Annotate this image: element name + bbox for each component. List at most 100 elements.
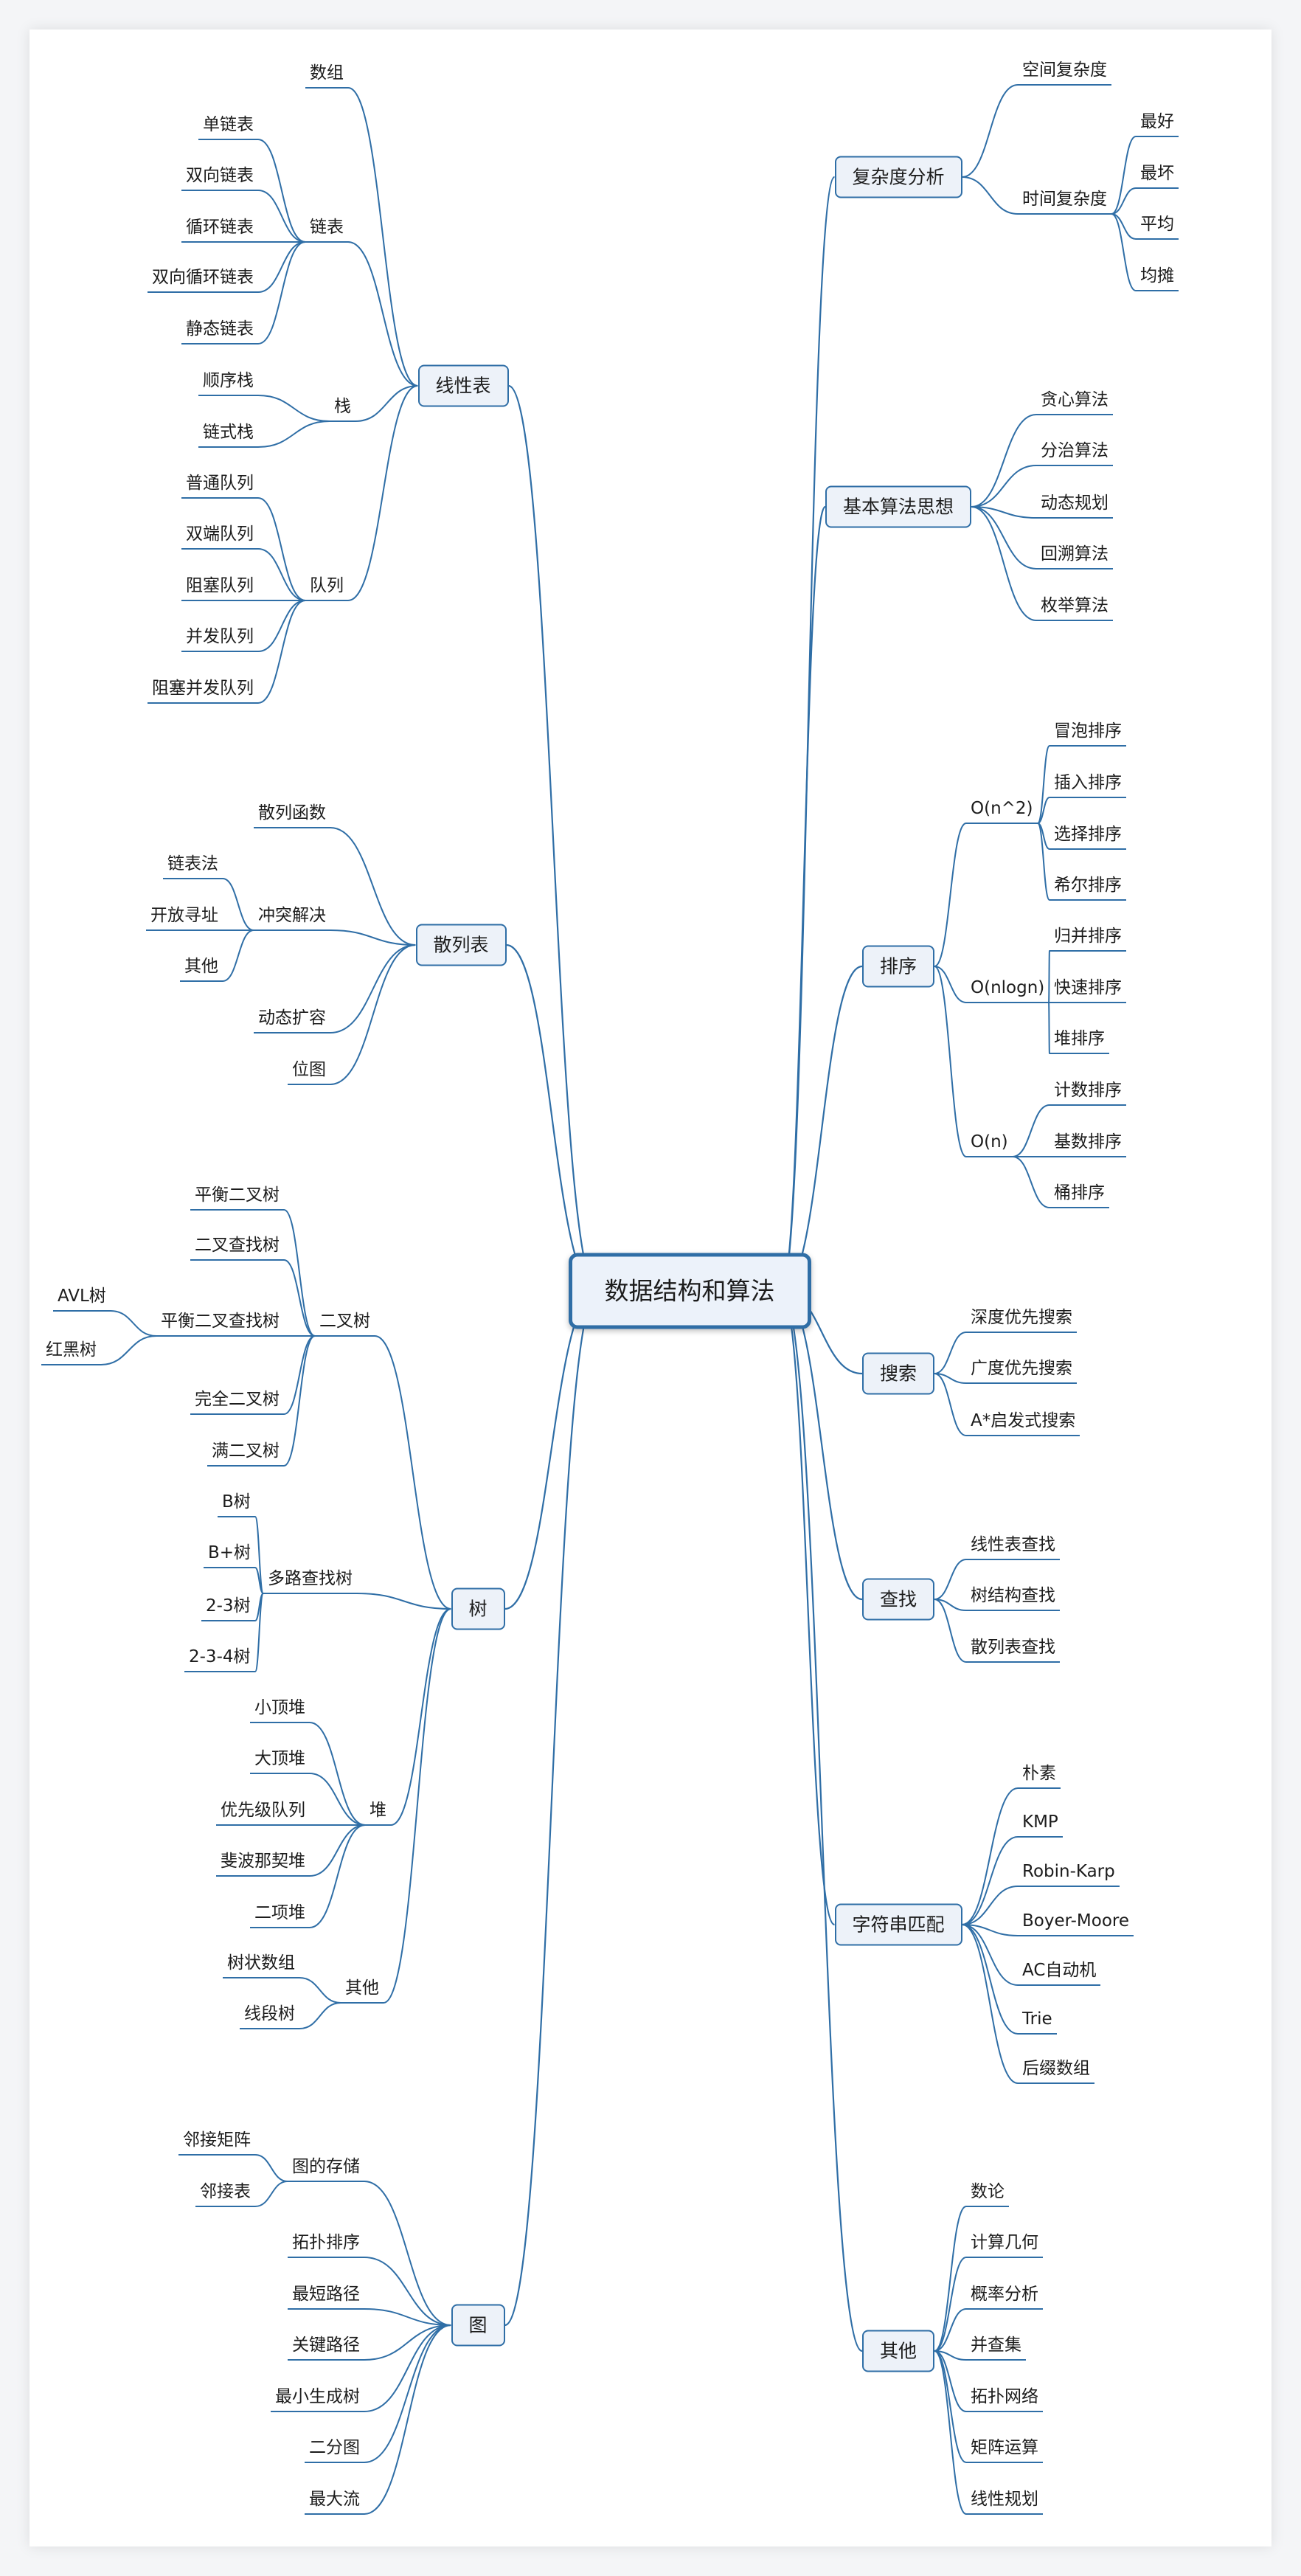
- topic-l2.2.4[interactable]: 二项堆: [250, 1905, 310, 1928]
- topic-r1.4[interactable]: 枚举算法: [1036, 598, 1113, 621]
- topic-l3.5[interactable]: 二分图: [305, 2440, 364, 2463]
- topic-l0.3.1[interactable]: 双端队列: [181, 526, 258, 550]
- topic-l0.3.4[interactable]: 阻塞并发队列: [148, 680, 258, 704]
- topic-l2.2.3[interactable]: 斐波那契堆: [216, 1853, 310, 1877]
- topic-r5.4[interactable]: AC自动机: [1018, 1962, 1101, 1986]
- topic-l0.3[interactable]: 队列: [305, 578, 348, 601]
- topic-r6.5[interactable]: 矩阵运算: [966, 2440, 1043, 2463]
- topic-r6.4[interactable]: 拓扑网络: [966, 2389, 1043, 2412]
- topic-l0.1[interactable]: 链表: [305, 219, 348, 243]
- topic-r2.1.0[interactable]: 归并排序: [1050, 928, 1126, 952]
- topic-l3.3[interactable]: 关键路径: [288, 2337, 364, 2361]
- topic-l2.0.2.0[interactable]: AVL树: [53, 1288, 111, 1312]
- topic-l2.0.2[interactable]: 平衡二叉查找树: [156, 1313, 284, 1337]
- branch-r0[interactable]: 复杂度分析: [834, 156, 962, 198]
- topic-l0.3.2[interactable]: 阻塞队列: [181, 578, 258, 601]
- topic-r5.5[interactable]: Trie: [1018, 2011, 1057, 2035]
- topic-r2.2[interactable]: O(n): [966, 1134, 1013, 1157]
- branch-l3[interactable]: 图: [451, 2304, 505, 2347]
- topic-l0.1.2[interactable]: 循环链表: [181, 219, 258, 243]
- topic-l2.0.3[interactable]: 完全二叉树: [190, 1391, 284, 1415]
- topic-r0.1.1[interactable]: 最坏: [1136, 165, 1179, 189]
- topic-r6.3[interactable]: 并查集: [966, 2337, 1026, 2361]
- topic-l2.2.1[interactable]: 大顶堆: [250, 1751, 310, 1774]
- topic-r2.0[interactable]: O(n^2): [966, 800, 1038, 824]
- topic-r4.1[interactable]: 树结构查找: [966, 1588, 1060, 1611]
- topic-l1.1.1[interactable]: 开放寻址: [146, 907, 223, 931]
- topic-r4.2[interactable]: 散列表查找: [966, 1639, 1060, 1663]
- topic-r1.0[interactable]: 贪心算法: [1036, 392, 1113, 415]
- topic-r2.1.1[interactable]: 快速排序: [1050, 980, 1126, 1003]
- branch-l0[interactable]: 线性表: [417, 364, 509, 407]
- topic-r0.1.3[interactable]: 均摊: [1136, 268, 1179, 291]
- topic-r6.2[interactable]: 概率分析: [966, 2286, 1043, 2310]
- topic-r2.0.1[interactable]: 插入排序: [1050, 775, 1126, 798]
- topic-l2.1[interactable]: 多路查找树: [263, 1571, 357, 1594]
- topic-l2.2.2[interactable]: 优先级队列: [216, 1802, 310, 1826]
- topic-l3.0.1[interactable]: 邻接表: [195, 2184, 255, 2207]
- topic-l0.1.4[interactable]: 静态链表: [181, 321, 258, 344]
- topic-l3.4[interactable]: 最小生成树: [271, 2389, 364, 2412]
- branch-r3[interactable]: 搜索: [862, 1352, 935, 1395]
- topic-l1.0[interactable]: 散列函数: [254, 805, 330, 828]
- topic-r0.1.2[interactable]: 平均: [1136, 216, 1179, 240]
- topic-l1.2[interactable]: 动态扩容: [254, 1010, 330, 1033]
- topic-r3.2[interactable]: A*启发式搜索: [966, 1413, 1080, 1436]
- topic-l2.0.2.1[interactable]: 红黑树: [41, 1342, 101, 1365]
- topic-r1.2[interactable]: 动态规划: [1036, 495, 1113, 519]
- topic-l2.1.1[interactable]: B+树: [204, 1545, 256, 1568]
- topic-l3.0[interactable]: 图的存储: [288, 2158, 364, 2182]
- topic-r0.1.0[interactable]: 最好: [1136, 114, 1179, 137]
- central-topic[interactable]: 数据结构和算法: [568, 1253, 811, 1329]
- topic-r3.0[interactable]: 深度优先搜索: [966, 1309, 1077, 1333]
- topic-l3.1[interactable]: 拓扑排序: [288, 2234, 364, 2258]
- topic-l1.1[interactable]: 冲突解决: [254, 907, 330, 931]
- topic-l2.3[interactable]: 其他: [341, 1980, 384, 2004]
- topic-l3.2[interactable]: 最短路径: [288, 2286, 364, 2310]
- topic-r2.1.2[interactable]: 堆排序: [1050, 1031, 1109, 1054]
- topic-r5.0[interactable]: 朴素: [1018, 1765, 1061, 1789]
- topic-l2.3.0[interactable]: 树状数组: [223, 1955, 299, 1978]
- branch-r4[interactable]: 查找: [862, 1578, 935, 1621]
- topic-l1.1.0[interactable]: 链表法: [163, 856, 223, 879]
- topic-r4.0[interactable]: 线性表查找: [966, 1537, 1060, 1560]
- topic-r5.1[interactable]: KMP: [1018, 1814, 1063, 1838]
- branch-r5[interactable]: 字符串匹配: [834, 1903, 962, 1946]
- topic-l0.3.0[interactable]: 普通队列: [181, 475, 258, 499]
- topic-r1.3[interactable]: 回溯算法: [1036, 546, 1113, 569]
- topic-r1.1[interactable]: 分治算法: [1036, 443, 1113, 466]
- topic-l0.3.3[interactable]: 并发队列: [181, 629, 258, 652]
- topic-l2.0.1[interactable]: 二叉查找树: [190, 1237, 284, 1261]
- branch-l1[interactable]: 散列表: [415, 924, 507, 966]
- topic-l0.0[interactable]: 数组: [305, 65, 348, 89]
- topic-l2.0[interactable]: 二叉树: [315, 1313, 375, 1337]
- branch-r2[interactable]: 排序: [862, 945, 935, 988]
- topic-r2.2.2[interactable]: 桶排序: [1050, 1185, 1109, 1208]
- topic-l2.1.3[interactable]: 2-3-4树: [184, 1649, 255, 1672]
- topic-r5.6[interactable]: 后缀数组: [1018, 2060, 1094, 2084]
- topic-l0.1.3[interactable]: 双向循环链表: [148, 269, 258, 293]
- topic-l2.1.2[interactable]: 2-3树: [201, 1598, 255, 1621]
- topic-r2.2.1[interactable]: 基数排序: [1050, 1134, 1126, 1157]
- topic-l3.6[interactable]: 最大流: [305, 2491, 364, 2515]
- topic-l3.0.0[interactable]: 邻接矩阵: [178, 2132, 255, 2156]
- topic-r2.0.2[interactable]: 选择排序: [1050, 826, 1126, 850]
- topic-l2.2.0[interactable]: 小顶堆: [250, 1700, 310, 1723]
- topic-r5.2[interactable]: Robin-Karp: [1018, 1863, 1120, 1887]
- topic-l2.0.4[interactable]: 满二叉树: [207, 1443, 284, 1467]
- topic-l0.2.0[interactable]: 顺序栈: [198, 373, 258, 396]
- topic-l0.1.1[interactable]: 双向链表: [181, 167, 258, 191]
- topic-l2.3.1[interactable]: 线段树: [240, 2006, 299, 2029]
- topic-l0.2[interactable]: 栈: [330, 398, 355, 422]
- topic-r3.1[interactable]: 广度优先搜索: [966, 1360, 1077, 1384]
- topic-l0.1.0[interactable]: 单链表: [198, 117, 258, 140]
- topic-r2.2.0[interactable]: 计数排序: [1050, 1082, 1126, 1106]
- topic-r2.0.0[interactable]: 冒泡排序: [1050, 723, 1126, 747]
- topic-r6.0[interactable]: 数论: [966, 2184, 1009, 2207]
- topic-r0.1[interactable]: 时间复杂度: [1018, 191, 1111, 215]
- topic-r6.1[interactable]: 计算几何: [966, 2234, 1043, 2258]
- topic-l0.2.1[interactable]: 链式栈: [198, 424, 258, 448]
- topic-l2.0.0[interactable]: 平衡二叉树: [190, 1187, 284, 1211]
- topic-l1.3[interactable]: 位图: [288, 1062, 330, 1085]
- topic-l2.1.0[interactable]: B树: [218, 1494, 255, 1517]
